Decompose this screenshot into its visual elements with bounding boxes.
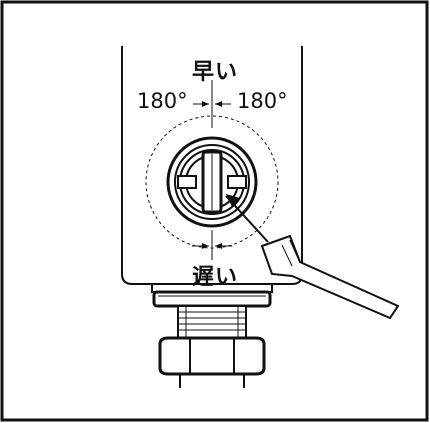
adjustment-screw xyxy=(166,136,258,228)
screwdriver xyxy=(225,194,400,320)
arrowhead-left-top xyxy=(202,101,209,107)
arrowhead-left-bottom xyxy=(202,243,209,249)
angle-right-label: 180° xyxy=(237,89,288,113)
lower-pipe xyxy=(179,374,245,388)
arrowhead-right-bottom xyxy=(215,243,222,249)
slow-label: 遅い xyxy=(192,265,239,290)
hex-fitting xyxy=(158,336,266,376)
fast-label: 早い xyxy=(192,60,239,85)
threaded-shaft xyxy=(177,305,247,339)
arrowhead-right-top xyxy=(215,101,222,107)
mounting-nut xyxy=(151,283,273,308)
angle-left-label: 180° xyxy=(137,89,188,113)
